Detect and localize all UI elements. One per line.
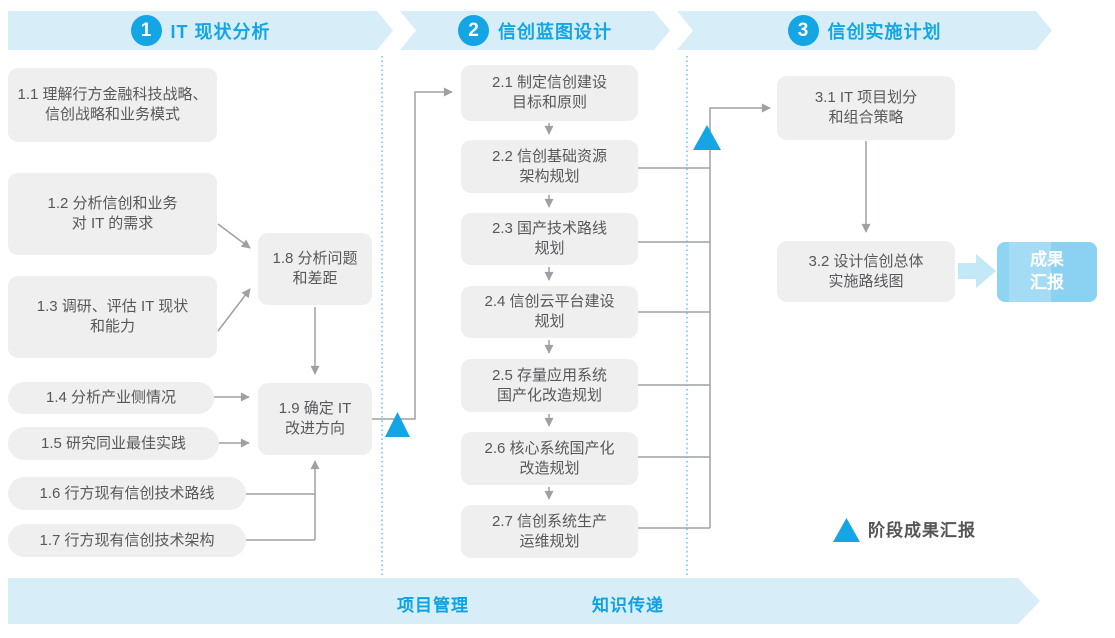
step-box-1-3: 1.3 调研、评估 IT 现状 和能力 <box>8 276 217 358</box>
step-box-3-2: 3.2 设计信创总体 实施路线图 <box>777 241 955 302</box>
phase-banner-1: 1 IT 现状分析 <box>8 11 393 50</box>
phase-3-number-badge: 3 <box>787 15 819 46</box>
connector-1-9-to-2-1 <box>372 87 453 420</box>
step-pill-1-6: 1.6 行方现有信创技术路线 <box>8 477 246 510</box>
result-arrow <box>958 254 996 288</box>
step-pill-1-5: 1.5 研究同业最佳实践 <box>8 427 219 460</box>
legend-label: 阶段成果汇报 <box>868 521 976 540</box>
phase-banner-2: 2 信创蓝图设计 <box>400 11 670 50</box>
step-box-2-3: 2.3 国产技术路线 规划 <box>461 213 638 265</box>
phase-1-number-badge: 1 <box>130 15 162 46</box>
legend-triangle-icon <box>833 518 860 542</box>
step-pill-1-4: 1.4 分析产业侧情况 <box>8 382 214 414</box>
step-box-2-2: 2.2 信创基础资源 架构规划 <box>461 140 638 193</box>
phase-2-number-badge: 2 <box>458 15 489 46</box>
bottom-banner <box>8 578 1040 624</box>
connector-1-2-to-1-8 <box>217 223 251 249</box>
step-box-1-8: 1.8 分析问题 和差距 <box>258 233 372 305</box>
phase-1-title: IT 现状分析 <box>170 21 271 42</box>
connector-merge-to-3-1 <box>709 103 771 528</box>
bottom-label-project-management: 项目管理 <box>397 596 469 615</box>
step-box-2-7: 2.7 信创系统生产 运维规划 <box>461 505 638 558</box>
phase-2-title: 信创蓝图设计 <box>498 21 612 42</box>
connector-1-3-to-1-8 <box>217 288 251 332</box>
step-box-2-5: 2.5 存量应用系统 国产化改造规划 <box>461 359 638 412</box>
step-box-2-6: 2.6 核心系统国产化 改造规划 <box>461 432 638 485</box>
step-box-2-4: 2.4 信创云平台建设 规划 <box>461 286 638 338</box>
milestone-triangle-phase-2 <box>693 125 721 150</box>
phase-3-title: 信创实施计划 <box>827 21 942 42</box>
milestone-triangle-phase-1 <box>385 412 410 437</box>
step-box-3-1: 3.1 IT 项目划分 和组合策略 <box>777 76 955 140</box>
result-box: 成果 汇报 <box>997 242 1097 302</box>
step-pill-1-7: 1.7 行方现有信创技术架构 <box>8 524 246 557</box>
phase-banner-3: 3 信创实施计划 <box>677 11 1052 50</box>
step-box-1-9: 1.9 确定 IT 改进方向 <box>258 383 372 455</box>
bottom-label-knowledge-transfer: 知识传递 <box>592 596 664 615</box>
step-box-1-2: 1.2 分析信创和业务 对 IT 的需求 <box>8 173 217 255</box>
step-box-2-1: 2.1 制定信创建设 目标和原则 <box>461 65 638 121</box>
step-box-1-1: 1.1 理解行方金融科技战略、 信创战略和业务模式 <box>8 68 217 142</box>
